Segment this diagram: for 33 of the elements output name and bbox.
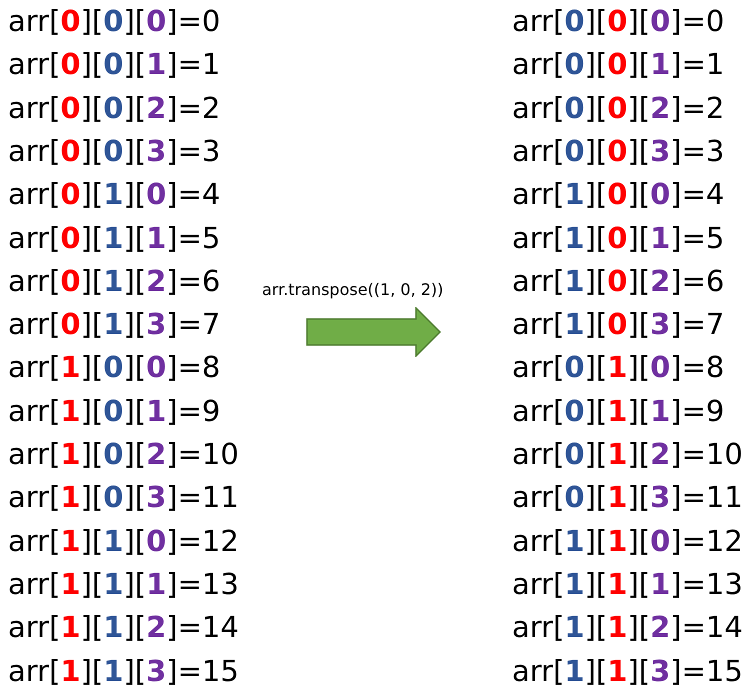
index-equation: arr[1][0][2]=6 [512,264,724,298]
index-equation: arr[0][0][1]=1 [512,47,724,82]
index-equation: arr[0][0][3]=3 [8,134,220,168]
index-equation: arr[0][0][2]=2 [512,90,724,125]
index-equation: arr[0][0][0]=0 [8,4,220,38]
index-equation: arr[0][0][3]=3 [512,134,724,168]
index-equation: arr[0][1][1]=5 [8,220,220,254]
index-equation: arr[1][1][1]=13 [512,566,743,601]
index-equation: arr[1][0][0]=4 [512,177,724,212]
index-equation: arr[1][1][0]=12 [8,524,239,558]
index-equation: arr[0][1][0]=8 [512,350,724,384]
index-equation: arr[1][0][1]=9 [8,394,220,428]
index-equation: arr[1][1][2]=14 [512,610,743,644]
index-equation: arr[0][1][2]=10 [512,437,743,471]
index-equation: arr[1][0][1]=5 [512,220,724,254]
index-equation: arr[0][1][2]=6 [8,264,220,298]
index-equation: arr[0][1][0]=4 [8,177,220,212]
index-equation: arr[1][1][0]=12 [512,524,743,558]
index-equation: arr[0][1][3]=7 [8,307,220,342]
index-equation: arr[1][1][3]=15 [512,654,743,688]
operation-label: arr.transpose((1, 0, 2)) [262,280,444,299]
index-equation: arr[1][1][3]=15 [8,654,239,688]
index-equation: arr[1][0][3]=11 [8,480,239,514]
index-equation: arr[1][1][1]=13 [8,566,239,601]
index-equation: arr[1][0][2]=10 [8,437,239,471]
index-equation: arr[1][0][0]=8 [8,350,220,384]
index-equation: arr[1][1][2]=14 [8,610,239,644]
index-equation: arr[0][1][1]=9 [512,394,724,428]
index-equation: arr[0][0][0]=0 [512,4,724,38]
index-equation: arr[1][0][3]=7 [512,307,724,342]
index-equation: arr[0][0][1]=1 [8,47,220,82]
index-equation: arr[0][0][2]=2 [8,90,220,125]
index-equation: arr[0][1][3]=11 [512,480,743,514]
